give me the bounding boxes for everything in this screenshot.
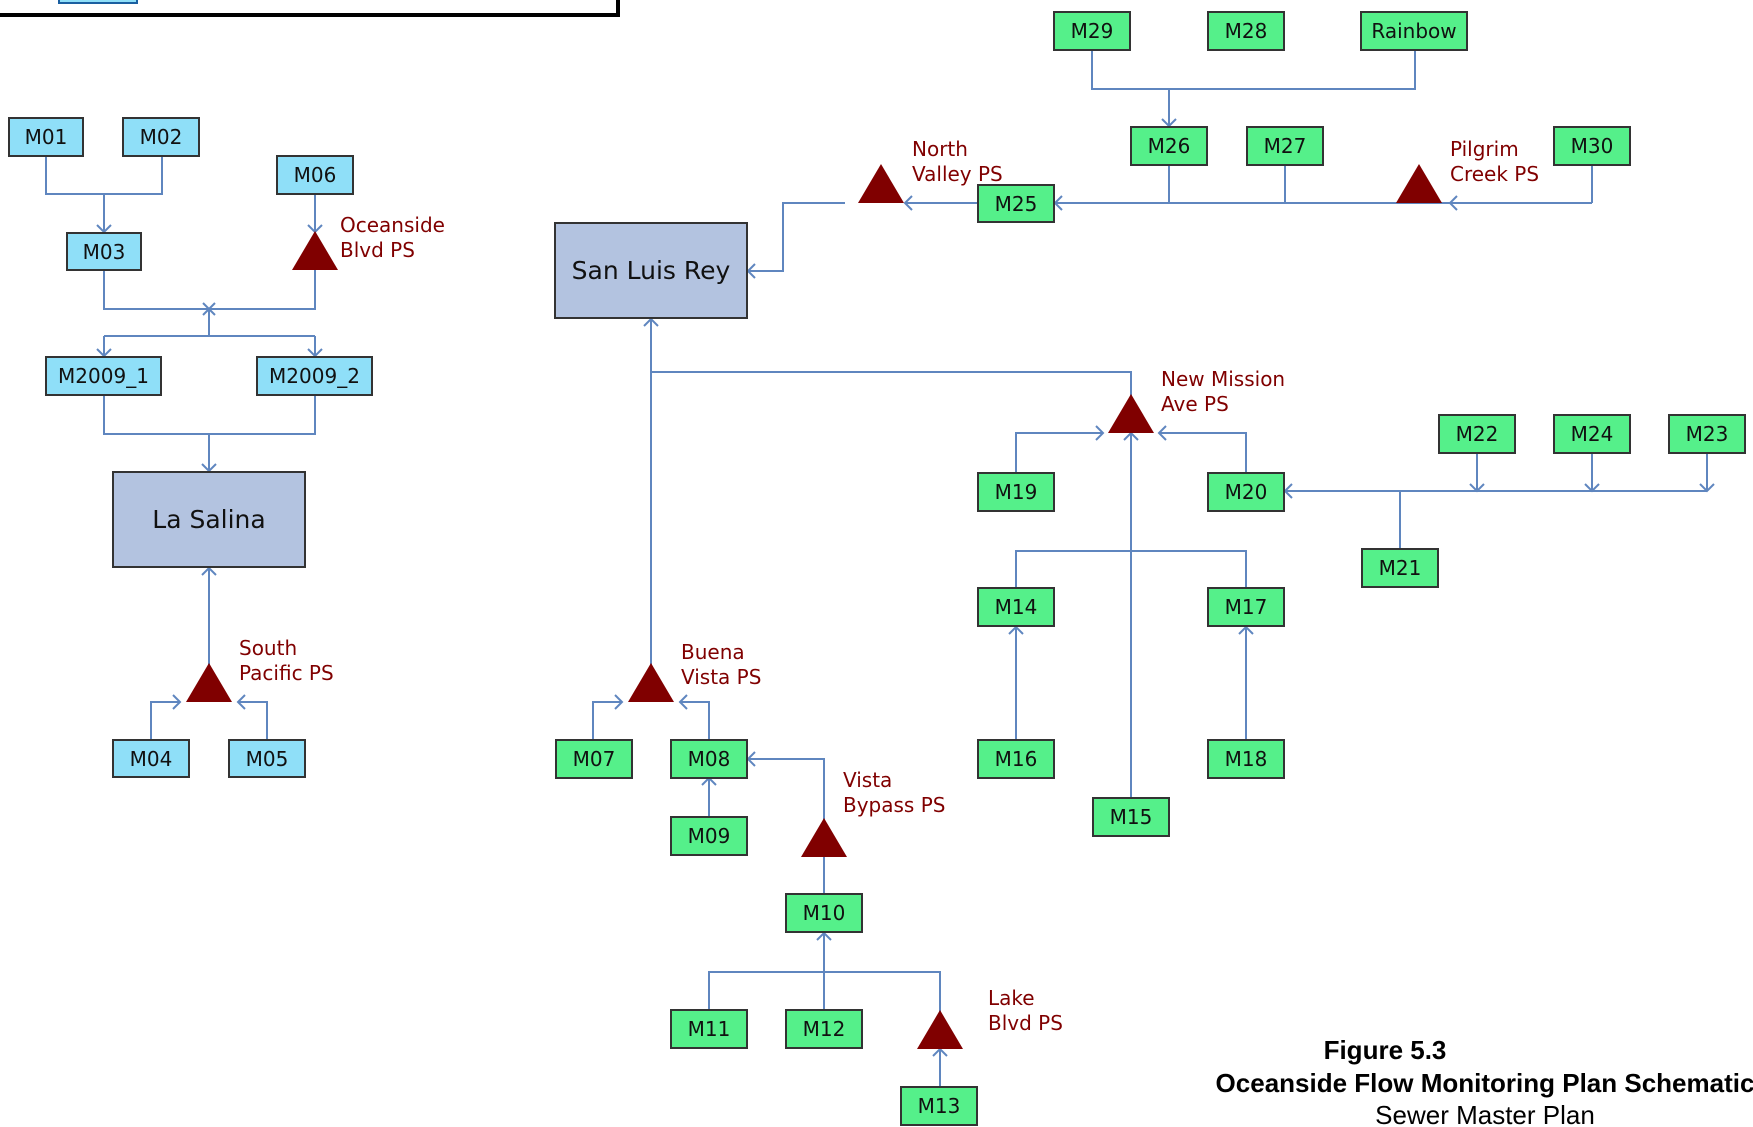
meter-m03: M03 xyxy=(66,232,142,271)
flow-arrowhead xyxy=(1469,483,1485,493)
pump-station-oceanside-blvd xyxy=(292,231,338,270)
figure-subtitle: Sewer Master Plan xyxy=(1375,1100,1595,1127)
meter-m23: M23 xyxy=(1668,414,1746,454)
flow-arrowhead xyxy=(1157,425,1167,441)
flow-line xyxy=(1168,166,1286,204)
meter-m17: M17 xyxy=(1207,587,1285,627)
meter-m04: M04 xyxy=(112,739,190,778)
flow-arrowhead xyxy=(903,195,913,211)
flow-arrowhead xyxy=(1008,625,1024,635)
flow-arrowhead xyxy=(1283,483,1293,499)
meter-m15: M15 xyxy=(1092,797,1170,837)
meter-m06: M06 xyxy=(276,155,354,195)
meter-m12: M12 xyxy=(785,1009,863,1049)
flow-arrowhead xyxy=(1053,195,1063,211)
meter-m13: M13 xyxy=(900,1086,978,1126)
flow-line xyxy=(45,157,163,195)
flow-line xyxy=(651,371,1132,398)
flow-line xyxy=(708,971,941,1014)
flow-line xyxy=(103,270,316,310)
meter-m05: M05 xyxy=(228,739,306,778)
meter-rainbow: Rainbow xyxy=(1360,11,1468,51)
legend-swatch xyxy=(58,0,138,4)
flow-arrowhead xyxy=(746,751,756,767)
meter-m24: M24 xyxy=(1553,414,1631,454)
flow-line xyxy=(592,701,622,739)
meter-m08: M08 xyxy=(670,739,748,779)
meter-m25: M25 xyxy=(977,184,1055,223)
flow-arrowhead xyxy=(643,317,659,327)
pump-station-buena-vista xyxy=(628,663,674,702)
meter-m16: M16 xyxy=(977,739,1055,779)
meter-m14: M14 xyxy=(977,587,1055,627)
meter-m01: M01 xyxy=(8,117,84,157)
meter-m2009-2: M2009_2 xyxy=(256,356,373,396)
flow-arrowhead xyxy=(614,694,624,710)
meter-m18: M18 xyxy=(1207,739,1285,779)
meter-m02: M02 xyxy=(122,117,200,157)
meter-m10: M10 xyxy=(785,893,863,933)
flow-arrowhead xyxy=(1584,483,1600,493)
flow-arrowhead xyxy=(201,566,217,576)
flow-arrowhead xyxy=(1095,425,1105,441)
flow-arrowhead xyxy=(1699,483,1715,493)
flow-arrowhead xyxy=(746,263,756,279)
flow-line xyxy=(103,396,316,435)
meter-m07: M07 xyxy=(555,739,633,779)
plant-la-salina: La Salina xyxy=(112,471,306,568)
figure-title: Oceanside Flow Monitoring Plan Schematic xyxy=(1215,1068,1753,1098)
pump-station-north-valley xyxy=(858,164,904,203)
pump-station-vista-bypass xyxy=(801,818,847,857)
figure-number: Figure 5.3 xyxy=(1323,1035,1447,1065)
flow-line xyxy=(680,701,710,739)
meter-m2009-1: M2009_1 xyxy=(45,356,162,396)
meter-m09: M09 xyxy=(670,816,748,856)
flow-line xyxy=(1159,432,1247,472)
flow-arrowhead xyxy=(816,931,832,941)
pump-station-lake-blvd xyxy=(917,1010,963,1049)
pump-station-south-pacific xyxy=(186,663,232,702)
meter-m27: M27 xyxy=(1246,126,1324,166)
flow-arrowhead xyxy=(172,694,182,710)
meter-m21: M21 xyxy=(1361,548,1439,588)
meter-m22: M22 xyxy=(1438,414,1516,454)
pump-station-pilgrim-creek xyxy=(1396,164,1442,203)
flow-line xyxy=(1015,550,1247,587)
flow-arrowhead xyxy=(1448,195,1458,211)
plant-san-luis-rey: San Luis Rey xyxy=(554,222,748,319)
flow-line xyxy=(748,758,825,822)
flow-line xyxy=(1015,432,1103,472)
flow-line xyxy=(1091,51,1416,90)
meter-m29: M29 xyxy=(1053,11,1131,51)
legend-box xyxy=(0,0,620,17)
meter-m30: M30 xyxy=(1553,126,1631,166)
meter-m19: M19 xyxy=(977,472,1055,512)
flow-arrowhead xyxy=(236,694,246,710)
flow-line xyxy=(238,701,268,739)
flow-arrowhead xyxy=(1238,625,1254,635)
flow-arrowhead xyxy=(678,694,688,710)
meter-m11: M11 xyxy=(670,1009,748,1049)
meter-m28: M28 xyxy=(1207,11,1285,51)
pump-station-new-mission-ave xyxy=(1108,394,1154,433)
meter-m26: M26 xyxy=(1130,126,1208,166)
flow-line xyxy=(748,202,845,272)
junction-marker xyxy=(202,302,216,316)
flow-line xyxy=(150,701,180,739)
meter-m20: M20 xyxy=(1207,472,1285,512)
